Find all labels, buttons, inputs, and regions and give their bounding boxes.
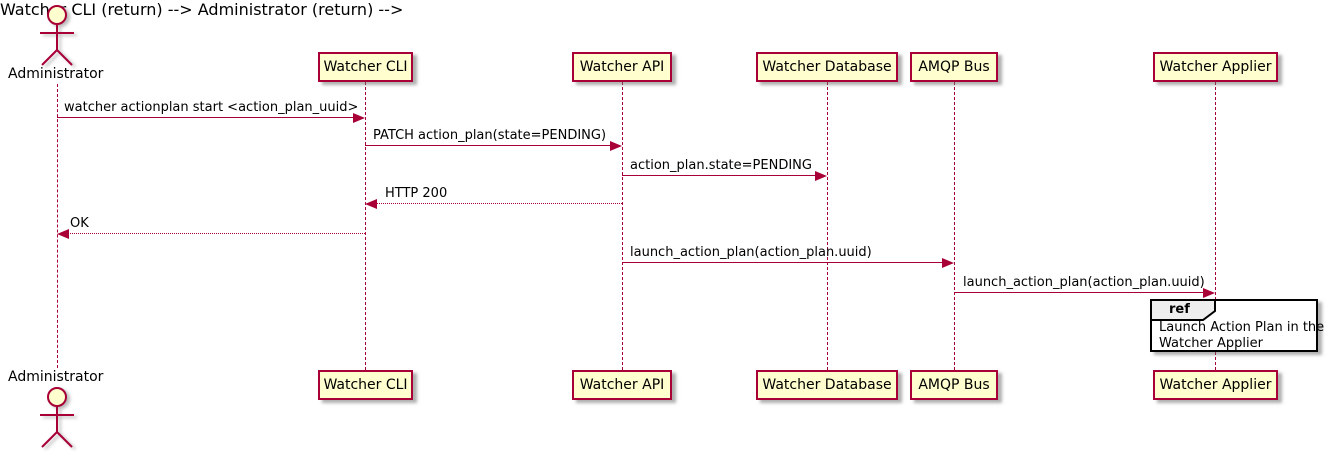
lifeline-administrator (57, 84, 58, 368)
participant-amqp-bus-bottom: AMQP Bus (910, 370, 998, 400)
message-line (954, 292, 1205, 293)
lifeline-watcher-applier (1215, 82, 1216, 370)
ref-keyword: ref (1169, 302, 1190, 317)
participant-label: Watcher Database (762, 377, 892, 393)
message-label: launch_action_plan(action_plan.uuid) (963, 275, 1205, 290)
arrow-head (57, 229, 69, 239)
lifeline-watcher-database (827, 82, 828, 370)
participant-label: Watcher Applier (1159, 377, 1272, 393)
arrow-head (365, 199, 377, 209)
ref-tab-shape (1150, 299, 1216, 321)
participant-label: Watcher CLI (323, 377, 408, 393)
participant-watcher-cli-top: Watcher CLI (318, 52, 413, 82)
participant-amqp-bus-top: AMQP Bus (910, 52, 998, 82)
message-line (622, 262, 944, 263)
lifeline-amqp-bus (954, 82, 955, 370)
arrow-head (1203, 288, 1215, 298)
arrow-head (353, 113, 365, 123)
participant-label: AMQP Bus (918, 59, 990, 75)
lifeline-watcher-api (622, 82, 623, 370)
actor-label-top: Administrator (8, 66, 104, 82)
participant-label: Watcher API (579, 59, 665, 75)
message-label: PATCH action_plan(state=PENDING) (373, 128, 607, 143)
ref-text-line: Launch Action Plan in the (1159, 320, 1325, 335)
arrow-head (610, 141, 622, 151)
message-label: OK (70, 216, 89, 231)
participant-label: Watcher CLI (323, 59, 408, 75)
participant-watcher-applier-bottom: Watcher Applier (1153, 370, 1278, 400)
ref-text: Launch Action Plan in the Watcher Applie… (1159, 320, 1324, 352)
message-line (67, 233, 365, 234)
participant-label: AMQP Bus (918, 377, 990, 393)
message-label: launch_action_plan(action_plan.uuid) (630, 245, 872, 260)
participant-watcher-api-bottom: Watcher API (572, 370, 672, 400)
participant-watcher-applier-top: Watcher Applier (1153, 52, 1278, 82)
ref-fragment: ref Launch Action Plan in the Watcher Ap… (1150, 299, 1324, 352)
participant-watcher-api-top: Watcher API (572, 52, 672, 82)
message-label: watcher actionplan start <action_plan_uu… (64, 100, 359, 115)
message-line (622, 175, 817, 176)
arrow-head (815, 171, 827, 181)
message-label: HTTP 200 (385, 186, 448, 201)
actor-figure-bottom (40, 387, 74, 448)
message-label: action_plan.state=PENDING (630, 158, 812, 173)
participant-watcher-cli-bottom: Watcher CLI (318, 370, 413, 400)
lifeline-watcher-cli (365, 82, 366, 370)
participant-watcher-database-bottom: Watcher Database (756, 370, 898, 400)
actor-label-bottom: Administrator (8, 369, 104, 385)
participant-label: Watcher Database (762, 59, 892, 75)
message-line (375, 203, 622, 204)
ref-text-line: Watcher Applier (1159, 336, 1263, 351)
participant-label: Watcher Applier (1159, 59, 1272, 75)
message-line (57, 117, 355, 118)
participant-watcher-database-top: Watcher Database (756, 52, 898, 82)
actor-figure-top (40, 5, 74, 66)
arrow-head (942, 258, 954, 268)
participant-label: Watcher API (579, 377, 665, 393)
message-line (365, 145, 612, 146)
